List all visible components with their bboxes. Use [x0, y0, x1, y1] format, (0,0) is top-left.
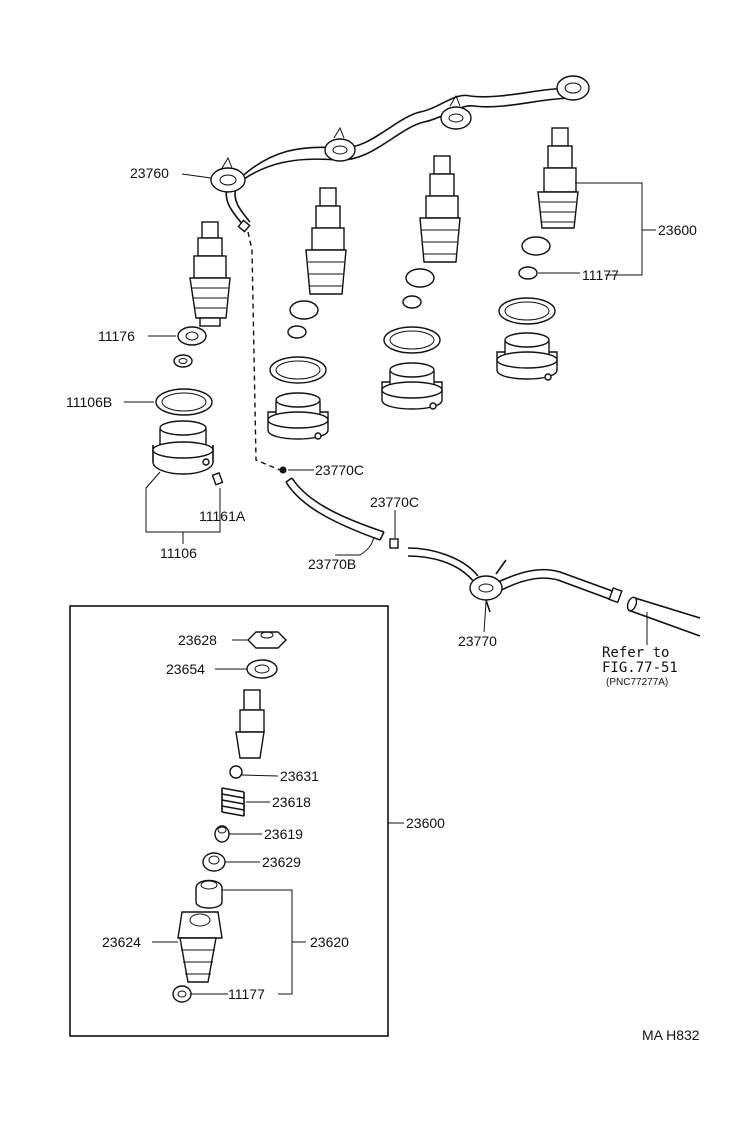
- label-23618: 23618: [272, 794, 311, 810]
- assembly-box: [69, 605, 389, 1037]
- clip-23770C-a[interactable]: [279, 466, 287, 474]
- washer-4[interactable]: [521, 236, 551, 256]
- label-23629: 23629: [262, 854, 301, 870]
- small-ring-3[interactable]: [402, 295, 422, 309]
- leak-pipe-23770B[interactable]: [285, 477, 385, 541]
- pin-23631[interactable]: [229, 765, 243, 779]
- washer-11176[interactable]: [177, 326, 207, 346]
- seat-3[interactable]: [381, 362, 443, 410]
- label-11177-bottom: 11177: [228, 986, 265, 1002]
- label-23770: 23770: [458, 633, 497, 649]
- gasket-11106B[interactable]: [155, 388, 213, 416]
- retaining-nut-23624[interactable]: [177, 911, 223, 983]
- label-23600-box: 23600: [406, 815, 445, 831]
- label-23600-top: 23600: [658, 222, 697, 238]
- label-11161A: 11161A: [199, 508, 246, 524]
- small-ring-2[interactable]: [287, 325, 307, 339]
- washer-23654[interactable]: [246, 659, 278, 679]
- clip-23770C-b[interactable]: [389, 538, 399, 549]
- leak-line-dashed: [247, 231, 281, 471]
- refer-line-2: FIG.77-51: [602, 660, 678, 676]
- leak-pipe-23770[interactable]: [407, 547, 623, 613]
- spring-23618[interactable]: [221, 787, 245, 817]
- seat-11106[interactable]: [152, 420, 214, 475]
- washer-2[interactable]: [289, 300, 319, 320]
- gasket-4[interactable]: [498, 297, 556, 325]
- label-23620: 23620: [310, 934, 349, 950]
- return-hose[interactable]: [626, 596, 701, 637]
- nozzle-holder-3[interactable]: [419, 155, 461, 263]
- holder-body[interactable]: [235, 689, 265, 759]
- seat-4[interactable]: [496, 332, 558, 381]
- label-23770C-a: 23770C: [315, 462, 364, 478]
- small-ring-1[interactable]: [173, 354, 193, 368]
- pin-11161A[interactable]: [211, 472, 224, 486]
- nozzle-holder-1[interactable]: [189, 221, 231, 327]
- spacer-23629[interactable]: [202, 852, 226, 872]
- seat-2[interactable]: [267, 392, 329, 440]
- label-11176: 11176: [98, 328, 135, 344]
- refer-line-3: (PNC77277A): [606, 677, 668, 688]
- label-23628: 23628: [178, 632, 217, 648]
- label-23760: 23760: [130, 165, 169, 181]
- nozzle-seat-11177-top[interactable]: [518, 266, 538, 280]
- label-23770B: 23770B: [308, 556, 356, 572]
- label-11106: 11106: [160, 545, 197, 561]
- diagram-code: MA H832: [642, 1027, 700, 1043]
- label-23619: 23619: [264, 826, 303, 842]
- label-23624: 23624: [102, 934, 141, 950]
- label-23770C-b: 23770C: [370, 494, 419, 510]
- refer-line-1: Refer to: [602, 645, 669, 661]
- seal-11177-bottom[interactable]: [172, 985, 192, 1003]
- nozzle-holder-2[interactable]: [305, 187, 347, 295]
- injection-pipe-23760[interactable]: [210, 75, 590, 233]
- washer-3[interactable]: [405, 268, 435, 288]
- nozzle-23620[interactable]: [195, 879, 223, 909]
- nozzle-holder-4[interactable]: [537, 127, 579, 229]
- gasket-3[interactable]: [383, 326, 441, 354]
- gasket-2[interactable]: [269, 356, 327, 384]
- seat-23619[interactable]: [214, 825, 230, 843]
- label-23654: 23654: [166, 661, 205, 677]
- label-11177-top: 11177: [582, 267, 619, 283]
- label-23631: 23631: [280, 768, 319, 784]
- label-11106B: 11106B: [66, 394, 112, 410]
- nut-23628[interactable]: [247, 631, 287, 649]
